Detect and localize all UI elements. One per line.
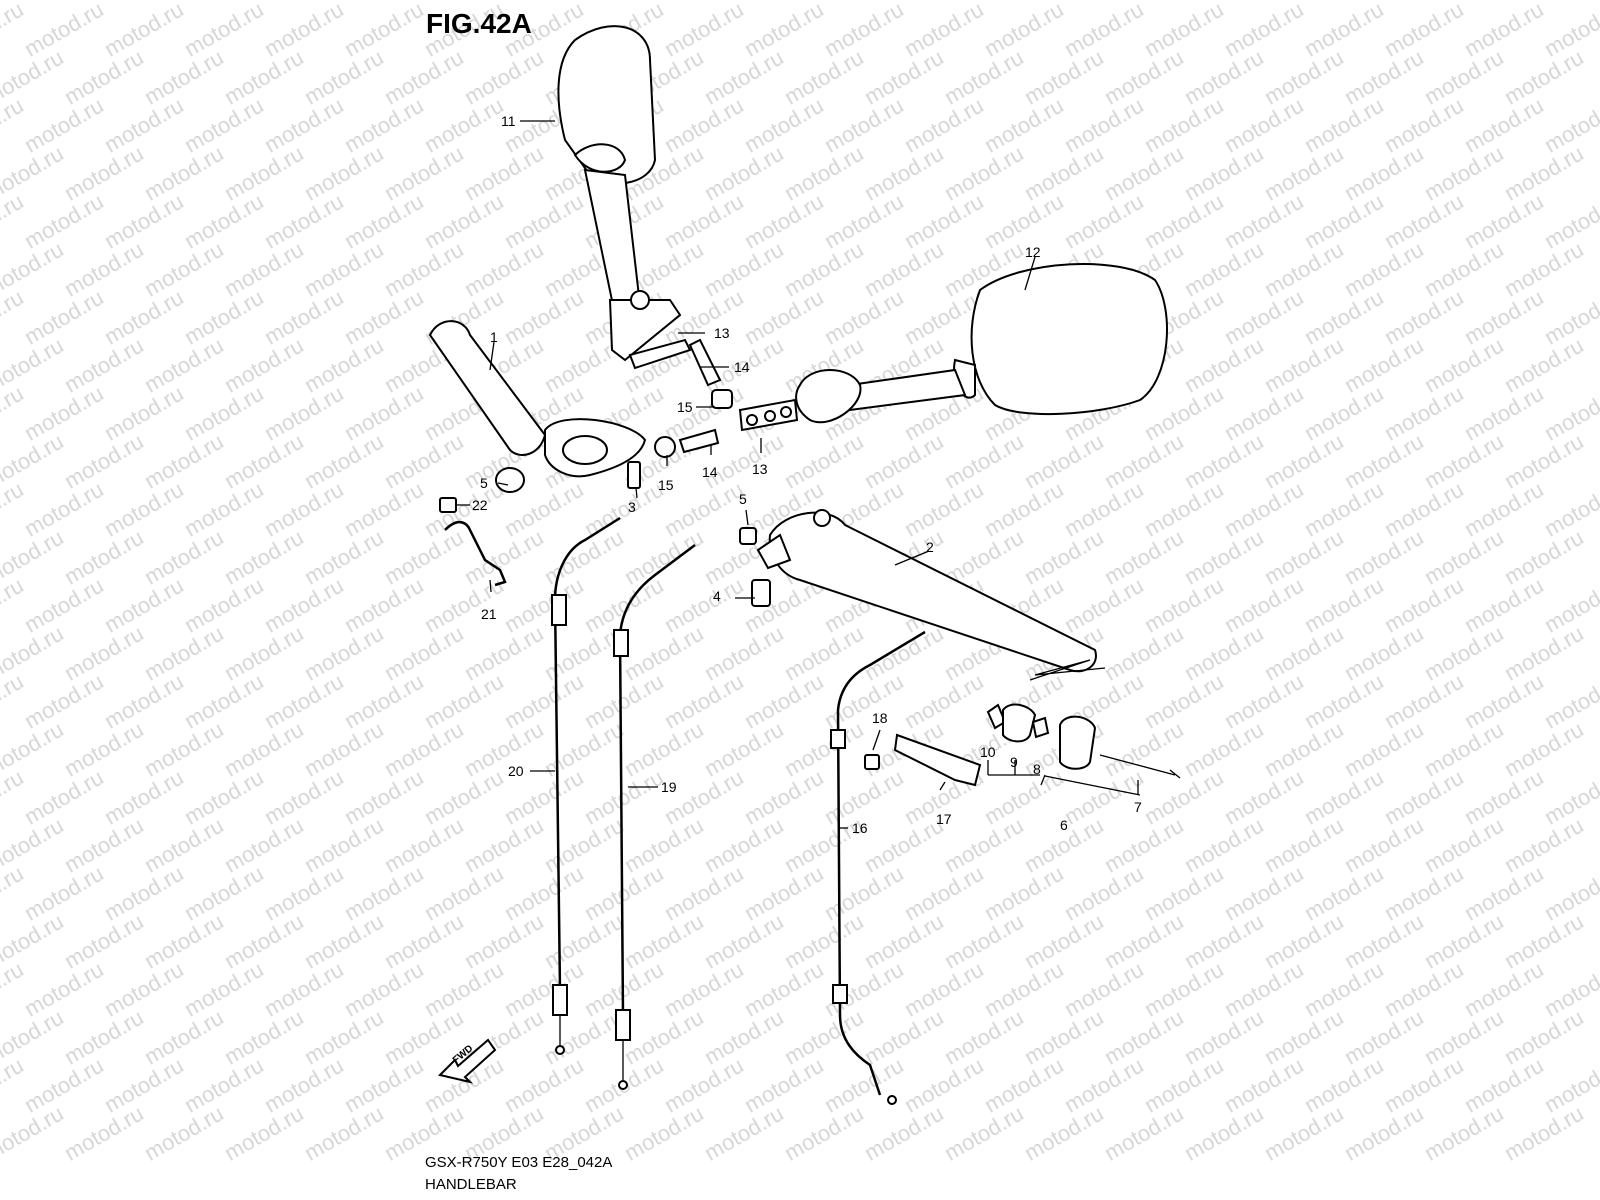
callout-12: 12 [1025,244,1041,260]
callout-22: 22 [472,497,488,513]
callout-5a: 5 [480,475,488,491]
callout-9: 9 [1010,754,1018,770]
mirror-bracket-hardware [628,338,799,458]
callout-10: 10 [980,744,996,760]
callout-13b: 13 [752,461,768,477]
model-code: GSX-R750Y E03 E28_042A [425,1154,613,1171]
callout-1: 1 [490,329,498,345]
callout-8: 8 [1033,761,1041,777]
callout-18: 18 [872,710,888,726]
callout-3: 3 [628,499,636,515]
section-name: HANDLEBAR [425,1176,517,1193]
throttle-cable-1 [551,516,621,1055]
callout-11: 11 [501,113,516,129]
throttle-cable-2 [613,544,696,1090]
callout-7: 7 [1134,799,1142,815]
bar-end-weight-set [986,703,1181,779]
callout-14a: 14 [734,359,750,375]
bolts-and-caps [439,461,771,607]
figure-title: FIG.42A [426,8,532,39]
callout-19: 19 [661,779,677,795]
handlebar-right [756,509,1106,681]
callout-17: 17 [936,811,952,827]
callout-13a: 13 [714,325,730,341]
fwd-arrow-icon [438,1038,497,1084]
mirror-right [795,262,1168,424]
cable-guide [444,520,507,587]
callout-14b: 14 [702,464,718,480]
callout-21: 21 [481,606,497,622]
clutch-cable [830,630,926,1105]
callout-4: 4 [713,588,721,604]
mirror-left [557,25,682,362]
callout-6: 6 [1060,817,1068,833]
callout-15b: 15 [658,477,674,493]
leader-lines [455,120,1141,829]
cable-bracket [864,733,982,787]
callout-20: 20 [508,763,524,779]
callout-15a: 15 [677,399,693,415]
callout-5b: 5 [739,491,747,507]
callout-16: 16 [852,820,868,836]
callout-2: 2 [926,539,934,555]
handlebar-left [428,320,647,478]
